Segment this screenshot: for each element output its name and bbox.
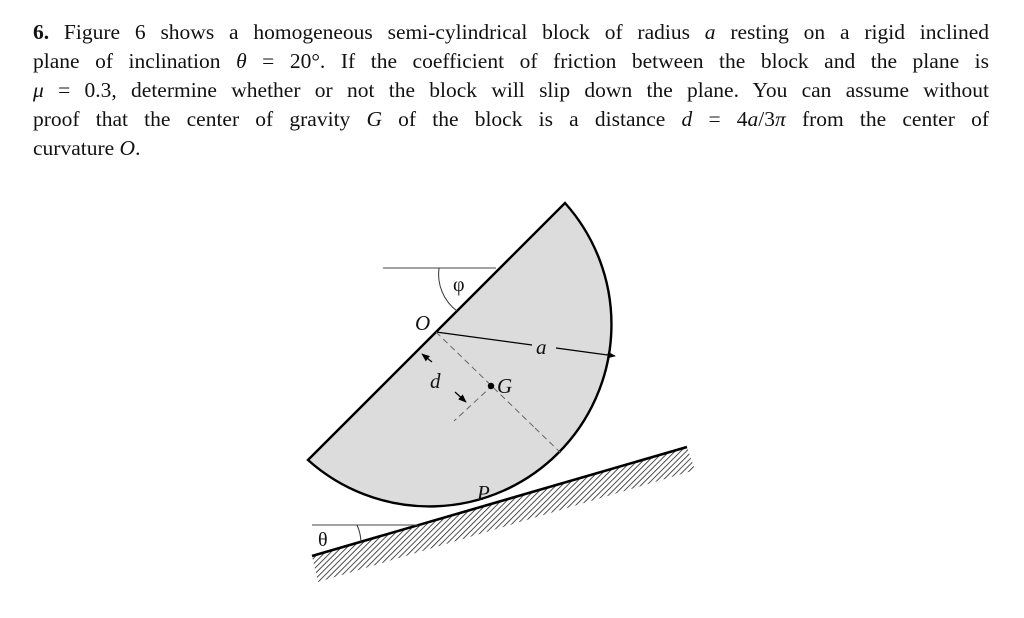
problem-line-5: curvature O. [33, 136, 141, 160]
d-arrow-down [454, 391, 467, 403]
theta-label: θ [318, 529, 328, 551]
theta-arc [356, 524, 362, 543]
G-label: G [497, 374, 512, 398]
problem-line-2: plane of inclination θ = 20°. If the coe… [33, 49, 989, 73]
problem-line-1: 6. Figure 6 shows a homogeneous semi-cyl… [33, 20, 990, 44]
G-parallel-dashed [453, 384, 494, 422]
phi-label: φ [453, 274, 465, 296]
d-label: d [430, 369, 441, 393]
problem-statement: 6. Figure 6 shows a homogeneous semi-cyl… [33, 18, 989, 163]
G-point [487, 382, 495, 390]
radius-arrow [555, 347, 616, 359]
O-label: O [415, 311, 430, 335]
inclined-plane [311, 445, 695, 582]
d-arrow-up [421, 353, 433, 363]
symmetry-axis-dashed-2 [534, 427, 564, 456]
P-label: P [476, 481, 490, 505]
problem-line-3: μ = 0.3, determine whether or not the bl… [33, 78, 989, 102]
symmetry-axis-dashed [435, 331, 536, 429]
phi-arc [438, 267, 458, 312]
problem-number: 6. [33, 20, 50, 44]
radius-line [435, 331, 533, 346]
a-label: a [536, 335, 547, 359]
problem-line-4: proof that the center of gravity G of th… [33, 107, 989, 131]
